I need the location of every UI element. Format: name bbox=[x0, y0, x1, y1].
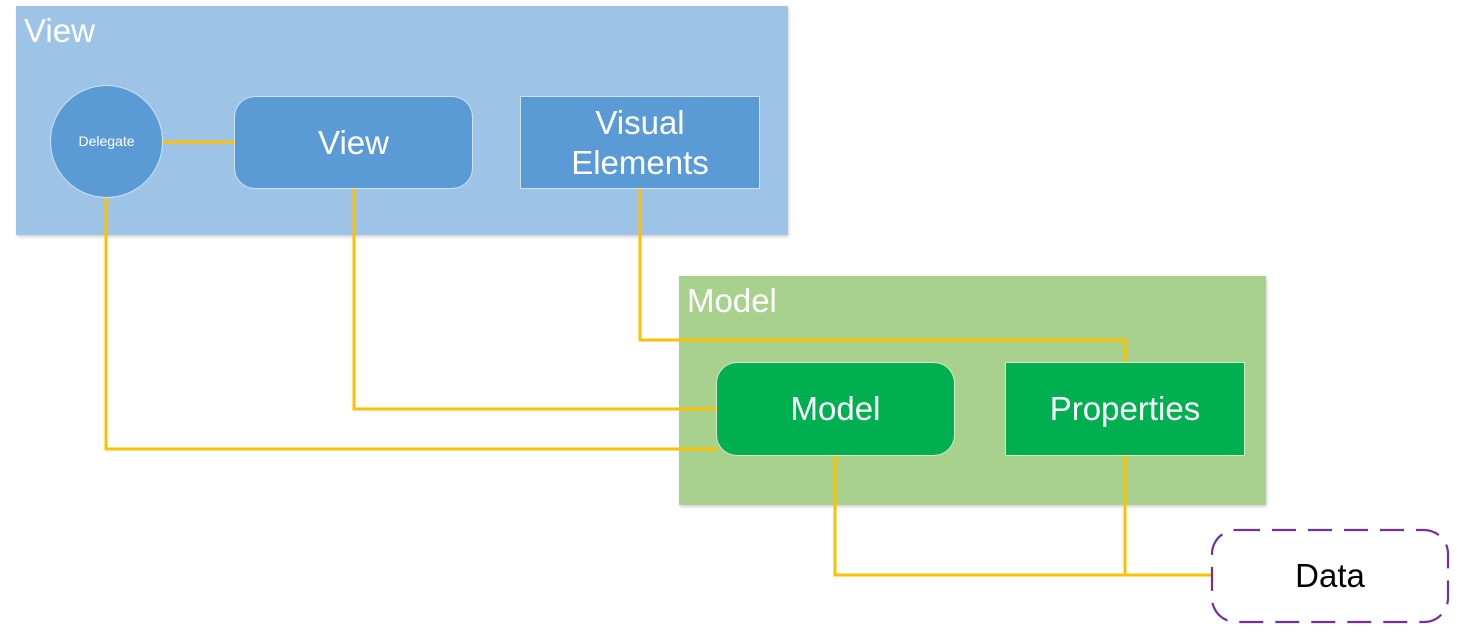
view-label: View bbox=[318, 123, 389, 161]
model-group-title: Model bbox=[687, 282, 777, 319]
view-node: View bbox=[235, 97, 472, 188]
model-label: Model bbox=[790, 390, 881, 428]
data-node: Data bbox=[1212, 530, 1448, 622]
delegate-label: Delegate bbox=[78, 133, 135, 150]
data-label: Data bbox=[1295, 557, 1365, 594]
visual-elements-label: Visual Elements bbox=[571, 103, 709, 181]
model-node: Model bbox=[717, 363, 954, 455]
properties-node: Properties bbox=[1006, 363, 1244, 455]
view-group-title: View bbox=[24, 12, 95, 49]
properties-label: Properties bbox=[1049, 390, 1201, 428]
delegate-node: Delegate bbox=[51, 86, 162, 197]
visual-elements-node: Visual Elements bbox=[521, 97, 759, 188]
